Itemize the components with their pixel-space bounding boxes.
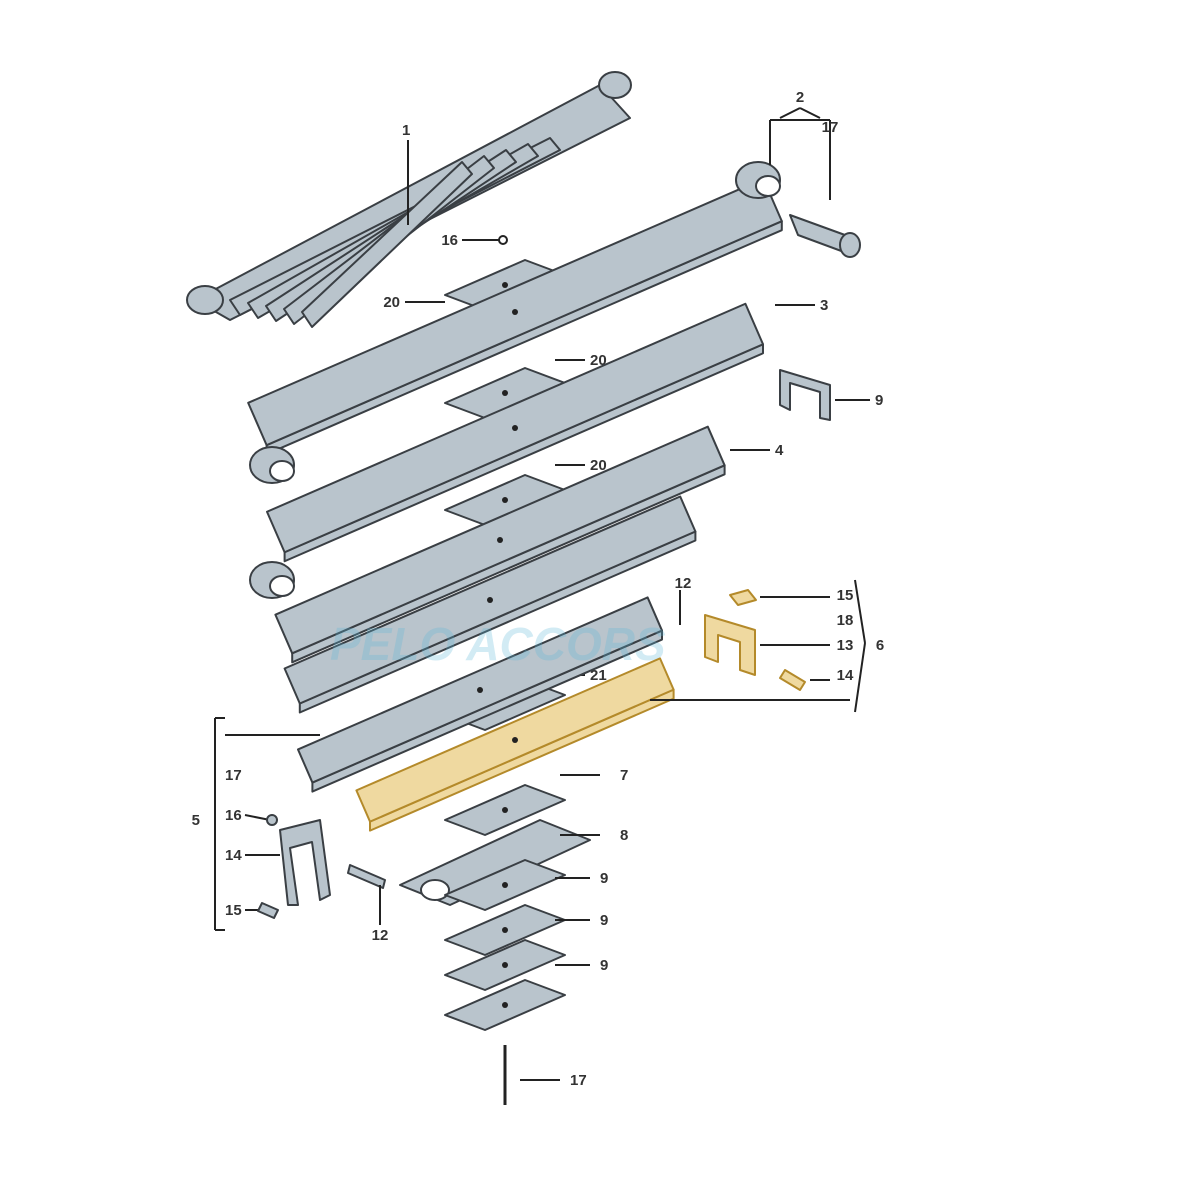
callout-right_g4: 14 bbox=[837, 667, 854, 684]
callout-right_group: 6 bbox=[876, 637, 884, 654]
callout-clip_right: 9 bbox=[875, 392, 883, 409]
leaf-5-center-hole bbox=[487, 597, 493, 603]
leaf-9c-pad-hole bbox=[502, 962, 508, 968]
callout-leaf_7: 7 bbox=[620, 767, 628, 784]
clip-right bbox=[779, 369, 831, 421]
leaf-9b-pad-hole bbox=[502, 927, 508, 933]
callout-left_15: 15 bbox=[225, 902, 242, 919]
pad-a-hole bbox=[502, 390, 508, 396]
callout-left_14: 14 bbox=[225, 847, 242, 864]
assembled-eye-left bbox=[186, 285, 224, 315]
leader-group-a bbox=[779, 107, 801, 119]
callout-top_pad_ref: 16 bbox=[441, 232, 458, 249]
nut-left bbox=[266, 814, 278, 826]
callout-right_g3: 13 bbox=[837, 637, 854, 654]
callout-bushing: 17 bbox=[822, 119, 839, 136]
callout-right_g1: 15 bbox=[837, 587, 854, 604]
callout-center_bolt: 17 bbox=[570, 1072, 587, 1089]
leaf-3-eye-left-bore bbox=[269, 575, 295, 597]
leaf-7-highlighted-center-hole bbox=[512, 737, 518, 743]
pin-left bbox=[257, 902, 279, 919]
brace-right-top bbox=[854, 579, 866, 644]
assembled-eye-right bbox=[598, 71, 632, 99]
callout-assembly: 1 bbox=[402, 122, 410, 139]
callout-leaf_9c: 9 bbox=[600, 957, 608, 974]
callout-leaf_3: 3 bbox=[820, 297, 828, 314]
leaf-6-center-hole bbox=[477, 687, 483, 693]
bolt-shank bbox=[347, 864, 386, 889]
leaf-3-center-hole bbox=[512, 425, 518, 431]
callout-leaf_8: 8 bbox=[620, 827, 628, 844]
leaf-9a-pad-hole bbox=[502, 882, 508, 888]
main-leaf-1-eye-right-bore bbox=[755, 175, 781, 197]
callout-leaf_9b: 9 bbox=[600, 912, 608, 929]
washer-icon bbox=[498, 235, 508, 245]
leaf-4-center-hole bbox=[497, 537, 503, 543]
u-bolt-left bbox=[279, 819, 331, 906]
callout-left_17: 17 bbox=[225, 767, 242, 784]
bushing-pin-end bbox=[839, 232, 861, 258]
callout-pad_b: 20 bbox=[590, 457, 607, 474]
callout-leaf_eye_group: 2 bbox=[796, 89, 804, 106]
bottom-pad-hole bbox=[502, 1002, 508, 1008]
callout-pad_e: 21 bbox=[590, 667, 607, 684]
leaf-8-hole bbox=[420, 879, 450, 901]
callout-bolt: 12 bbox=[372, 927, 389, 944]
main-leaf-1-center-hole bbox=[512, 309, 518, 315]
callout-left_16: 16 bbox=[225, 807, 242, 824]
assembled-spring-body bbox=[194, 84, 631, 321]
u-bolt-right-highlighted bbox=[704, 614, 756, 676]
callout-left_group: 5 bbox=[192, 812, 200, 829]
bolt-right-highlighted bbox=[779, 669, 806, 691]
callout-leaf_9a: 9 bbox=[600, 870, 608, 887]
callout-top_pad: 20 bbox=[383, 294, 400, 311]
leader-left-16 bbox=[244, 814, 271, 821]
main-leaf-1-eye-left-bore bbox=[269, 460, 295, 482]
watermark-text: PELO ACCORS bbox=[330, 618, 666, 670]
callout-right_g2: 18 bbox=[837, 612, 854, 629]
callout-pin_left: 12 bbox=[675, 575, 692, 592]
callout-leaf_4: 4 bbox=[775, 442, 784, 459]
pad-b-hole bbox=[502, 497, 508, 503]
brace-right-bottom bbox=[854, 642, 866, 713]
leader-group-b bbox=[799, 107, 821, 119]
callout-pad_a: 20 bbox=[590, 352, 607, 369]
pin-right-highlighted bbox=[729, 589, 757, 606]
leaf-8-pad-hole bbox=[502, 807, 508, 813]
top-pad-plate-hole bbox=[502, 282, 508, 288]
